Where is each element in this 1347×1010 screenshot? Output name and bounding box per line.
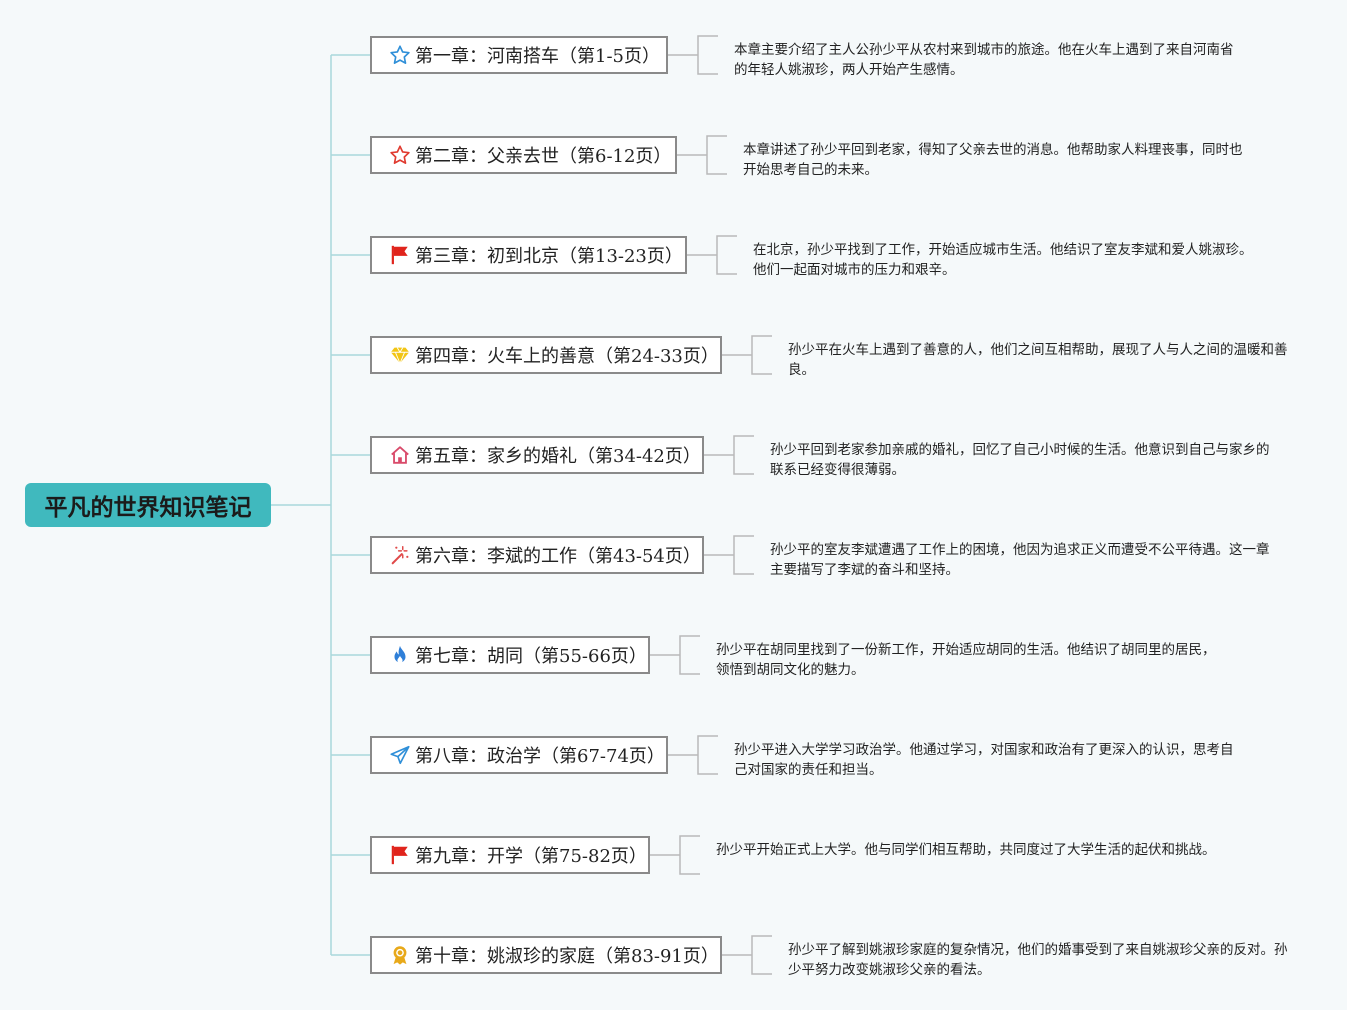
chapter-title: 第十章：姚淑珍的家庭（第83-91页） [415, 946, 719, 967]
award-ribbon-icon [389, 944, 411, 966]
chapter-summary-5: 孙少平回到老家参加亲戚的婚礼，回忆了自己小时候的生活。他意识到自己与家乡的联系已… [770, 442, 1270, 478]
chapter-node-5[interactable]: 第五章：家乡的婚礼（第34-42页） [370, 436, 704, 474]
chapter-summary-1: 本章主要介绍了主人公孙少平从农村来到城市的旅途。他在火车上遇到了来自河南省的年轻… [734, 42, 1234, 78]
magic-wand-icon [389, 544, 411, 566]
home-icon [389, 444, 411, 466]
chapter-node-8[interactable]: 第八章：政治学（第67-74页） [370, 736, 668, 774]
chapter-title: 第九章：开学（第75-82页） [415, 846, 647, 867]
chapter-summary-6: 孙少平的室友李斌遭遇了工作上的困境，他因为追求正义而遭受不公平待遇。这一章主要描… [770, 542, 1270, 578]
star-outline-icon [389, 44, 411, 66]
paper-plane-icon [389, 744, 411, 766]
star-outline-icon [389, 144, 411, 166]
diamond-icon [389, 344, 411, 366]
chapter-node-10[interactable]: 第十章：姚淑珍的家庭（第83-91页） [370, 936, 722, 974]
summary-bracket [697, 35, 718, 75]
chapter-title: 第四章：火车上的善意（第24-33页） [415, 346, 719, 367]
chapter-summary-3: 在北京，孙少平找到了工作，开始适应城市生活。他结识了室友李斌和爱人姚淑珍。他们一… [753, 242, 1253, 278]
flame-icon [389, 644, 411, 666]
chapter-title: 第五章：家乡的婚礼（第34-42页） [415, 446, 701, 467]
chapter-summary-8: 孙少平进入大学学习政治学。他通过学习，对国家和政治有了更深入的认识，思考自己对国… [734, 742, 1234, 778]
chapter-title: 第六章：李斌的工作（第43-54页） [415, 546, 701, 567]
chapter-title: 第二章：父亲去世（第6-12页） [415, 146, 672, 167]
chapter-title: 第七章：胡同（第55-66页） [415, 646, 647, 667]
flag-icon [389, 844, 411, 866]
chapter-node-2[interactable]: 第二章：父亲去世（第6-12页） [370, 136, 677, 174]
chapter-summary-7: 孙少平在胡同里找到了一份新工作，开始适应胡同的生活。他结识了胡同里的居民，领悟到… [716, 642, 1216, 678]
chapter-title: 第八章：政治学（第67-74页） [415, 746, 665, 767]
summary-bracket [679, 835, 700, 875]
chapter-node-9[interactable]: 第九章：开学（第75-82页） [370, 836, 650, 874]
chapter-node-7[interactable]: 第七章：胡同（第55-66页） [370, 636, 650, 674]
chapter-title: 第三章：初到北京（第13-23页） [415, 246, 683, 267]
chapter-node-6[interactable]: 第六章：李斌的工作（第43-54页） [370, 536, 704, 574]
summary-bracket [751, 935, 772, 975]
chapter-title: 第一章：河南搭车（第1-5页） [415, 46, 660, 67]
summary-bracket [679, 635, 700, 675]
summary-bracket [716, 235, 737, 275]
summary-bracket [751, 335, 772, 375]
summary-bracket [706, 135, 727, 175]
summary-bracket [733, 535, 754, 575]
chapter-summary-10: 孙少平了解到姚淑珍家庭的复杂情况，他们的婚事受到了来自姚淑珍父亲的反对。孙少平努… [788, 942, 1288, 978]
chapter-node-3[interactable]: 第三章：初到北京（第13-23页） [370, 236, 687, 274]
chapter-summary-9: 孙少平开始正式上大学。他与同学们相互帮助，共同度过了大学生活的起伏和挑战。 [716, 842, 1216, 858]
summary-bracket [697, 735, 718, 775]
root-topic[interactable]: 平凡的世界知识笔记 [25, 483, 271, 527]
chapter-node-1[interactable]: 第一章：河南搭车（第1-5页） [370, 36, 668, 74]
chapter-summary-4: 孙少平在火车上遇到了善意的人，他们之间互相帮助，展现了人与人之间的温暖和善良。 [788, 342, 1288, 378]
summary-bracket [733, 435, 754, 475]
chapter-node-4[interactable]: 第四章：火车上的善意（第24-33页） [370, 336, 722, 374]
chapter-summary-2: 本章讲述了孙少平回到老家，得知了父亲去世的消息。他帮助家人料理丧事，同时也开始思… [743, 142, 1243, 178]
flag-icon [389, 244, 411, 266]
